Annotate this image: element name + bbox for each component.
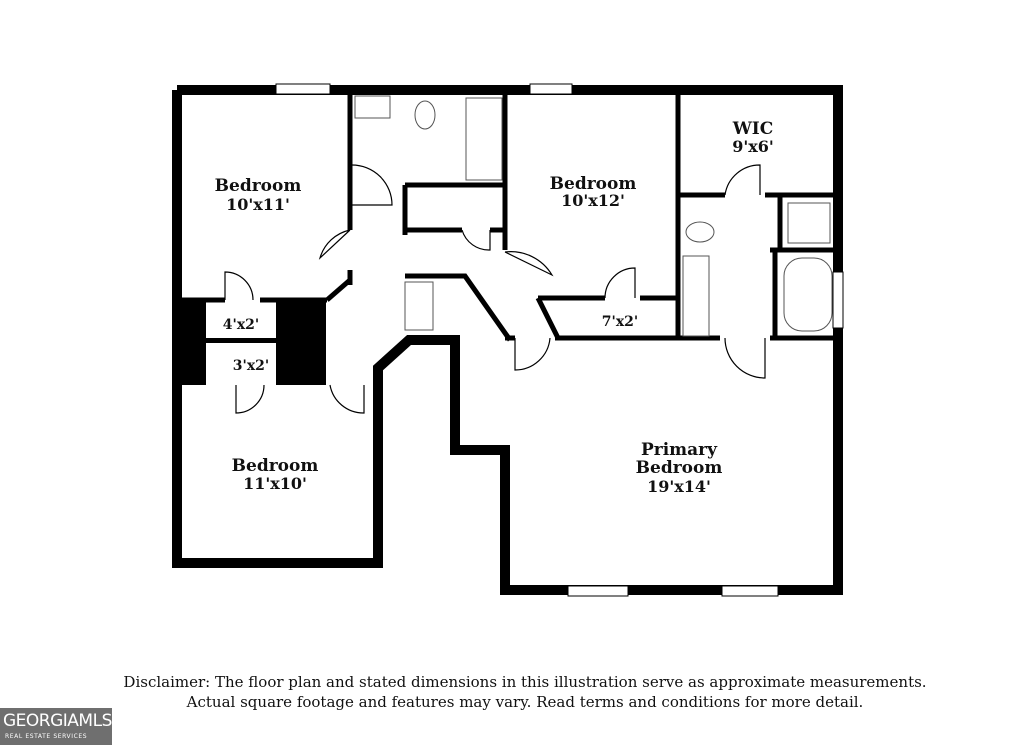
logo-main-text: GEORGIAMLS <box>3 711 112 731</box>
primary-name-line1: Primary <box>641 440 718 460</box>
disclaimer-line-1: Disclaimer: The floor plan and stated di… <box>123 673 927 691</box>
bedroom-2-name: Bedroom <box>550 174 637 194</box>
georgiamls-logo: GEORGIAMLS REAL ESTATE SERVICES <box>0 708 112 745</box>
closet-a-dim: 4'x2' <box>223 317 259 333</box>
primary-name-line2: Bedroom <box>636 458 723 478</box>
interior-walls <box>177 90 838 342</box>
wic-name: WIC <box>732 119 774 139</box>
exterior-walls <box>172 85 843 595</box>
wic-dim: 9'x6' <box>732 137 774 156</box>
doors <box>224 164 766 414</box>
closet-fills <box>180 300 326 385</box>
windows <box>275 83 844 597</box>
disclaimer: Disclaimer: The floor plan and stated di… <box>0 672 1024 712</box>
bedroom-3-dim: 11'x10' <box>243 474 307 493</box>
bedroom-1-name: Bedroom <box>215 176 302 196</box>
closet-c-dim: 7'x2' <box>602 314 638 330</box>
fixtures <box>354 95 833 337</box>
disclaimer-line-2: Actual square footage and features may v… <box>186 693 864 711</box>
bedroom-1-dim: 10'x11' <box>226 195 290 214</box>
logo-sub-text: REAL ESTATE SERVICES <box>5 733 88 740</box>
room-labels: Bedroom 10'x11' Bedroom 10'x12' WIC 9'x6… <box>215 119 774 496</box>
primary-dim: 19'x14' <box>647 477 711 496</box>
bedroom-3-name: Bedroom <box>232 456 319 476</box>
bedroom-2-dim: 10'x12' <box>561 191 625 210</box>
closet-b-dim: 3'x2' <box>233 358 269 374</box>
